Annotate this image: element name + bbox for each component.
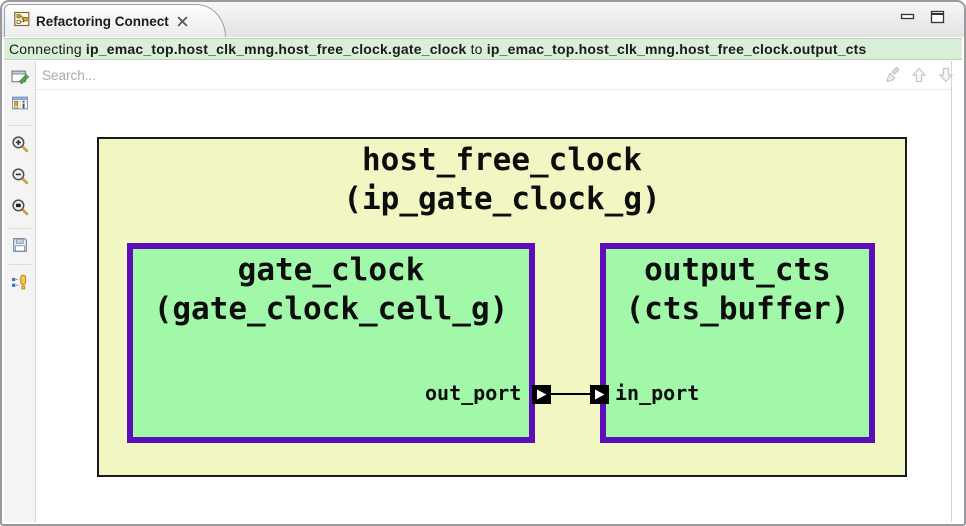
toolbar-separator — [9, 125, 31, 126]
out-port-marker[interactable] — [532, 385, 551, 404]
target-type-name: (cts_buffer) — [625, 291, 850, 327]
out-port-label: out_port — [425, 381, 522, 405]
connection-wire[interactable] — [551, 393, 590, 395]
target-block-output-cts[interactable]: output_cts (cts_buffer) — [600, 243, 875, 443]
in-port-label: in_port — [615, 381, 700, 405]
tab-bar: Refactoring Connect — [2, 2, 964, 37]
in-port-marker[interactable] — [590, 385, 609, 404]
arrow-down-icon[interactable] — [937, 66, 955, 84]
arrow-up-icon[interactable] — [910, 66, 928, 84]
source-type-name: (gate_clock_cell_g) — [153, 291, 509, 327]
refactoring-connect-icon — [14, 11, 30, 32]
source-path: ip_emac_top.host_clk_mng.host_free_clock… — [85, 41, 467, 57]
zoom-in-icon[interactable] — [11, 135, 29, 153]
diagram-canvas: host_free_clock (ip_gate_clock_g) gate_c… — [36, 61, 954, 522]
target-path: ip_emac_top.host_clk_mng.host_free_clock… — [486, 41, 867, 57]
clear-highlight-icon[interactable] — [884, 66, 902, 84]
zoom-fit-icon[interactable] — [11, 198, 29, 216]
toolbar-separator — [9, 228, 31, 229]
parent-instance-name: host_free_clock — [362, 142, 642, 178]
source-block-title: gate_clock (gate_clock_cell_g) — [133, 251, 529, 329]
source-instance-name: gate_clock — [237, 252, 425, 288]
zoom-out-icon[interactable] — [11, 167, 29, 185]
side-toolbar — [4, 61, 36, 522]
target-block-title: output_cts (cts_buffer) — [606, 251, 869, 329]
message-connector: to — [466, 41, 487, 57]
save-icon[interactable] — [11, 236, 29, 254]
parent-type-name: (ip_gate_clock_g) — [343, 181, 661, 217]
connection-issues-icon[interactable] — [11, 273, 29, 291]
target-instance-name: output_cts — [644, 252, 831, 288]
tab-title: Refactoring Connect — [36, 13, 169, 29]
message-prefix: Connecting — [9, 41, 86, 57]
source-block-gate-clock[interactable]: gate_clock (gate_clock_cell_g) — [127, 243, 535, 443]
edit-view-icon[interactable] — [11, 68, 29, 86]
close-icon[interactable] — [177, 16, 188, 27]
toolbar-separator — [9, 264, 31, 265]
parent-block-title: host_free_clock (ip_gate_clock_g) — [99, 141, 905, 219]
maximize-icon[interactable] — [930, 10, 946, 24]
search-row — [36, 61, 954, 90]
tab-refactoring-connect[interactable]: Refactoring Connect — [4, 4, 226, 37]
search-input[interactable] — [42, 64, 442, 86]
connection-message-bar: Connecting ip_emac_top.host_clk_mng.host… — [4, 38, 962, 60]
show-properties-icon[interactable] — [11, 94, 29, 112]
minimize-icon[interactable] — [900, 10, 916, 24]
